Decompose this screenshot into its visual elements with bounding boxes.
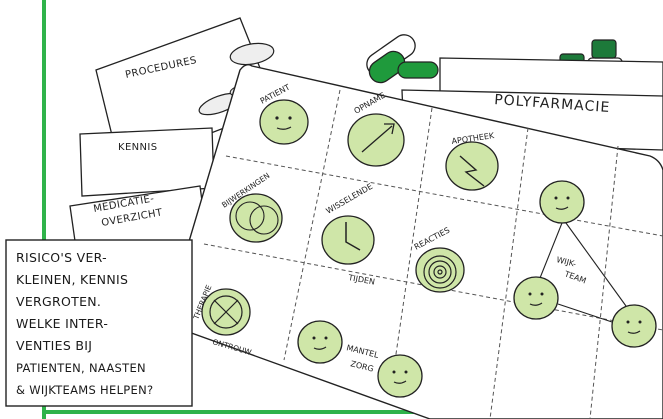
note-line-6: PATIENTEN, NAASTEN: [16, 361, 146, 375]
blister-cell-apotheek: APOTHEEK: [446, 131, 498, 190]
question-note-box: RISICO'S VER- KLEINEN, KENNIS VERGROTEN.…: [6, 240, 192, 406]
face-icon: [378, 355, 422, 397]
face-icon: [514, 277, 558, 319]
note-line-3: VERGROTEN.: [16, 294, 101, 309]
note-line-2: KLEINEN, KENNIS: [16, 272, 128, 287]
capsule-green-icon: [398, 62, 438, 78]
note-line-7: & WIJKTEAMS HELPEN?: [16, 383, 153, 397]
document-kennis-label: KENNIS: [118, 142, 158, 153]
face-icon: [540, 181, 584, 223]
note-line-1: RISICO'S VER-: [16, 250, 107, 265]
document-kennis: KENNIS: [80, 128, 214, 196]
face-icon: [612, 305, 656, 347]
face-icon: [298, 321, 342, 363]
note-line-4: WELKE INTER-: [16, 316, 108, 331]
note-line-5: VENTIES BIJ: [16, 338, 92, 353]
